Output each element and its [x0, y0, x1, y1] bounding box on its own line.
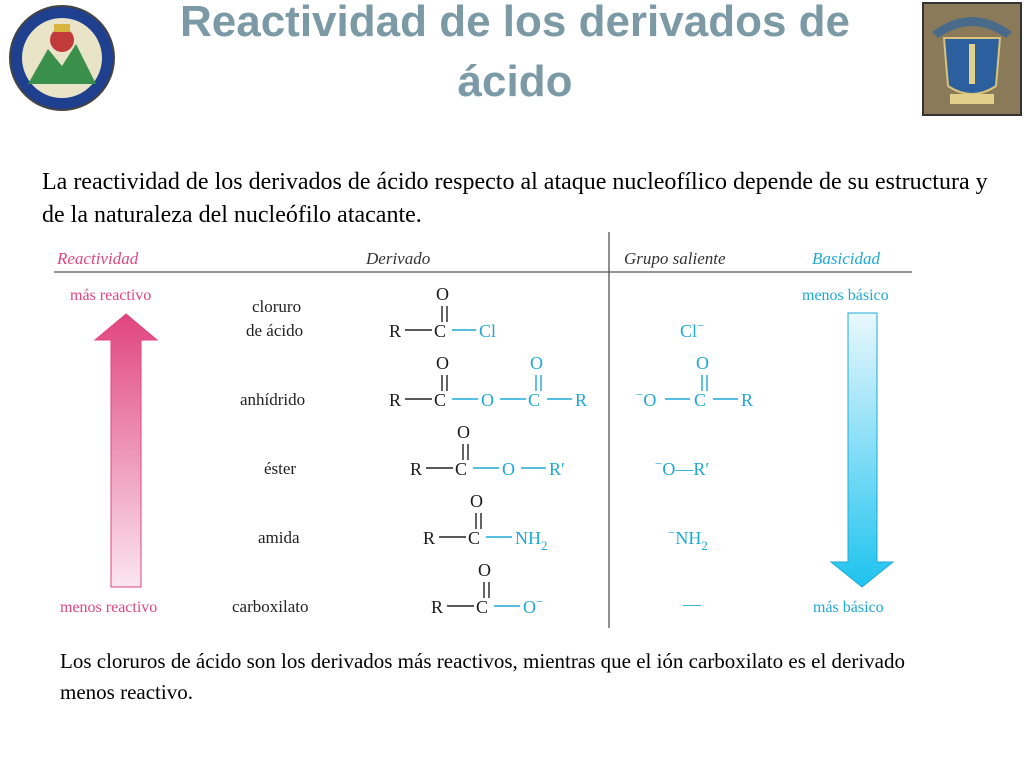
basicity-down-arrow-icon — [829, 312, 895, 588]
conclusion-paragraph: Los cloruros de ácido son los derivados … — [60, 649, 906, 704]
svg-text:O: O — [457, 422, 470, 442]
header-derivative: Derivado — [365, 249, 430, 268]
svg-text:R: R — [431, 597, 443, 617]
svg-text:O: O — [481, 390, 494, 410]
university-seal-icon — [9, 5, 115, 111]
row-name-amide: amida — [258, 528, 300, 547]
svg-text:O: O — [470, 491, 483, 511]
leaving-carboxylate-anion: −O O C R — [636, 353, 753, 410]
leaving-alkoxide: −O—R′ — [655, 456, 709, 479]
svg-text:R: R — [575, 390, 587, 410]
row-name-acid-chloride-2: de ácido — [246, 321, 303, 340]
leaving-none: — — [682, 594, 702, 614]
header-leaving-group: Grupo saliente — [624, 249, 726, 268]
svg-text:R: R — [410, 459, 422, 479]
svg-text:R: R — [389, 390, 401, 410]
svg-text:O−: O− — [523, 594, 543, 617]
leaving-chloride: Cl− — [680, 318, 704, 341]
page-title: Reactividad de los derivados de ácido — [179, 0, 850, 106]
svg-text:O: O — [436, 284, 449, 304]
svg-text:O: O — [502, 459, 515, 479]
header-basicity: Basicidad — [812, 249, 880, 268]
row-name-acid-chloride-1: cloruro — [252, 297, 301, 316]
svg-text:C: C — [455, 459, 467, 479]
svg-text:R: R — [389, 321, 401, 341]
basicity-bottom-label: más básico — [813, 599, 884, 616]
svg-text:O: O — [478, 560, 491, 580]
structure-anhydride: O R C O O C R — [389, 353, 587, 410]
svg-text:R: R — [423, 528, 435, 548]
structure-amide: O R C NH2 — [423, 491, 548, 553]
basicity-top-label: menos básico — [802, 287, 889, 304]
intro-paragraph: La reactividad de los derivados de ácido… — [42, 169, 988, 228]
structure-carboxylate: O R C O− — [431, 560, 543, 617]
svg-text:O: O — [530, 353, 543, 373]
leaving-amide-anion: −NH2 — [668, 525, 708, 553]
header-reactivity: Reactividad — [56, 249, 139, 268]
row-name-anhydride: anhídrido — [240, 390, 305, 409]
svg-text:Cl: Cl — [479, 321, 496, 341]
row-name-ester: éster — [264, 459, 296, 478]
structure-acid-chloride: O R C Cl — [389, 284, 496, 341]
svg-text:C: C — [434, 390, 446, 410]
svg-text:C: C — [468, 528, 480, 548]
svg-text:−O: −O — [636, 387, 656, 410]
reactivity-top-label: más reactivo — [70, 287, 151, 304]
svg-text:NH2: NH2 — [515, 528, 548, 553]
reactivity-up-arrow-icon — [93, 313, 159, 588]
svg-text:C: C — [434, 321, 446, 341]
structure-ester: O R C O R′ — [410, 422, 565, 479]
row-name-carboxylate: carboxilato — [232, 597, 308, 616]
svg-text:O: O — [696, 353, 709, 373]
reactivity-bottom-label: menos reactivo — [60, 599, 157, 616]
svg-text:C: C — [476, 597, 488, 617]
faculty-crest-icon — [922, 2, 1022, 116]
svg-text:O: O — [436, 353, 449, 373]
svg-text:R′: R′ — [549, 459, 565, 479]
svg-text:C: C — [528, 390, 540, 410]
svg-text:C: C — [694, 390, 706, 410]
svg-text:R: R — [741, 390, 753, 410]
